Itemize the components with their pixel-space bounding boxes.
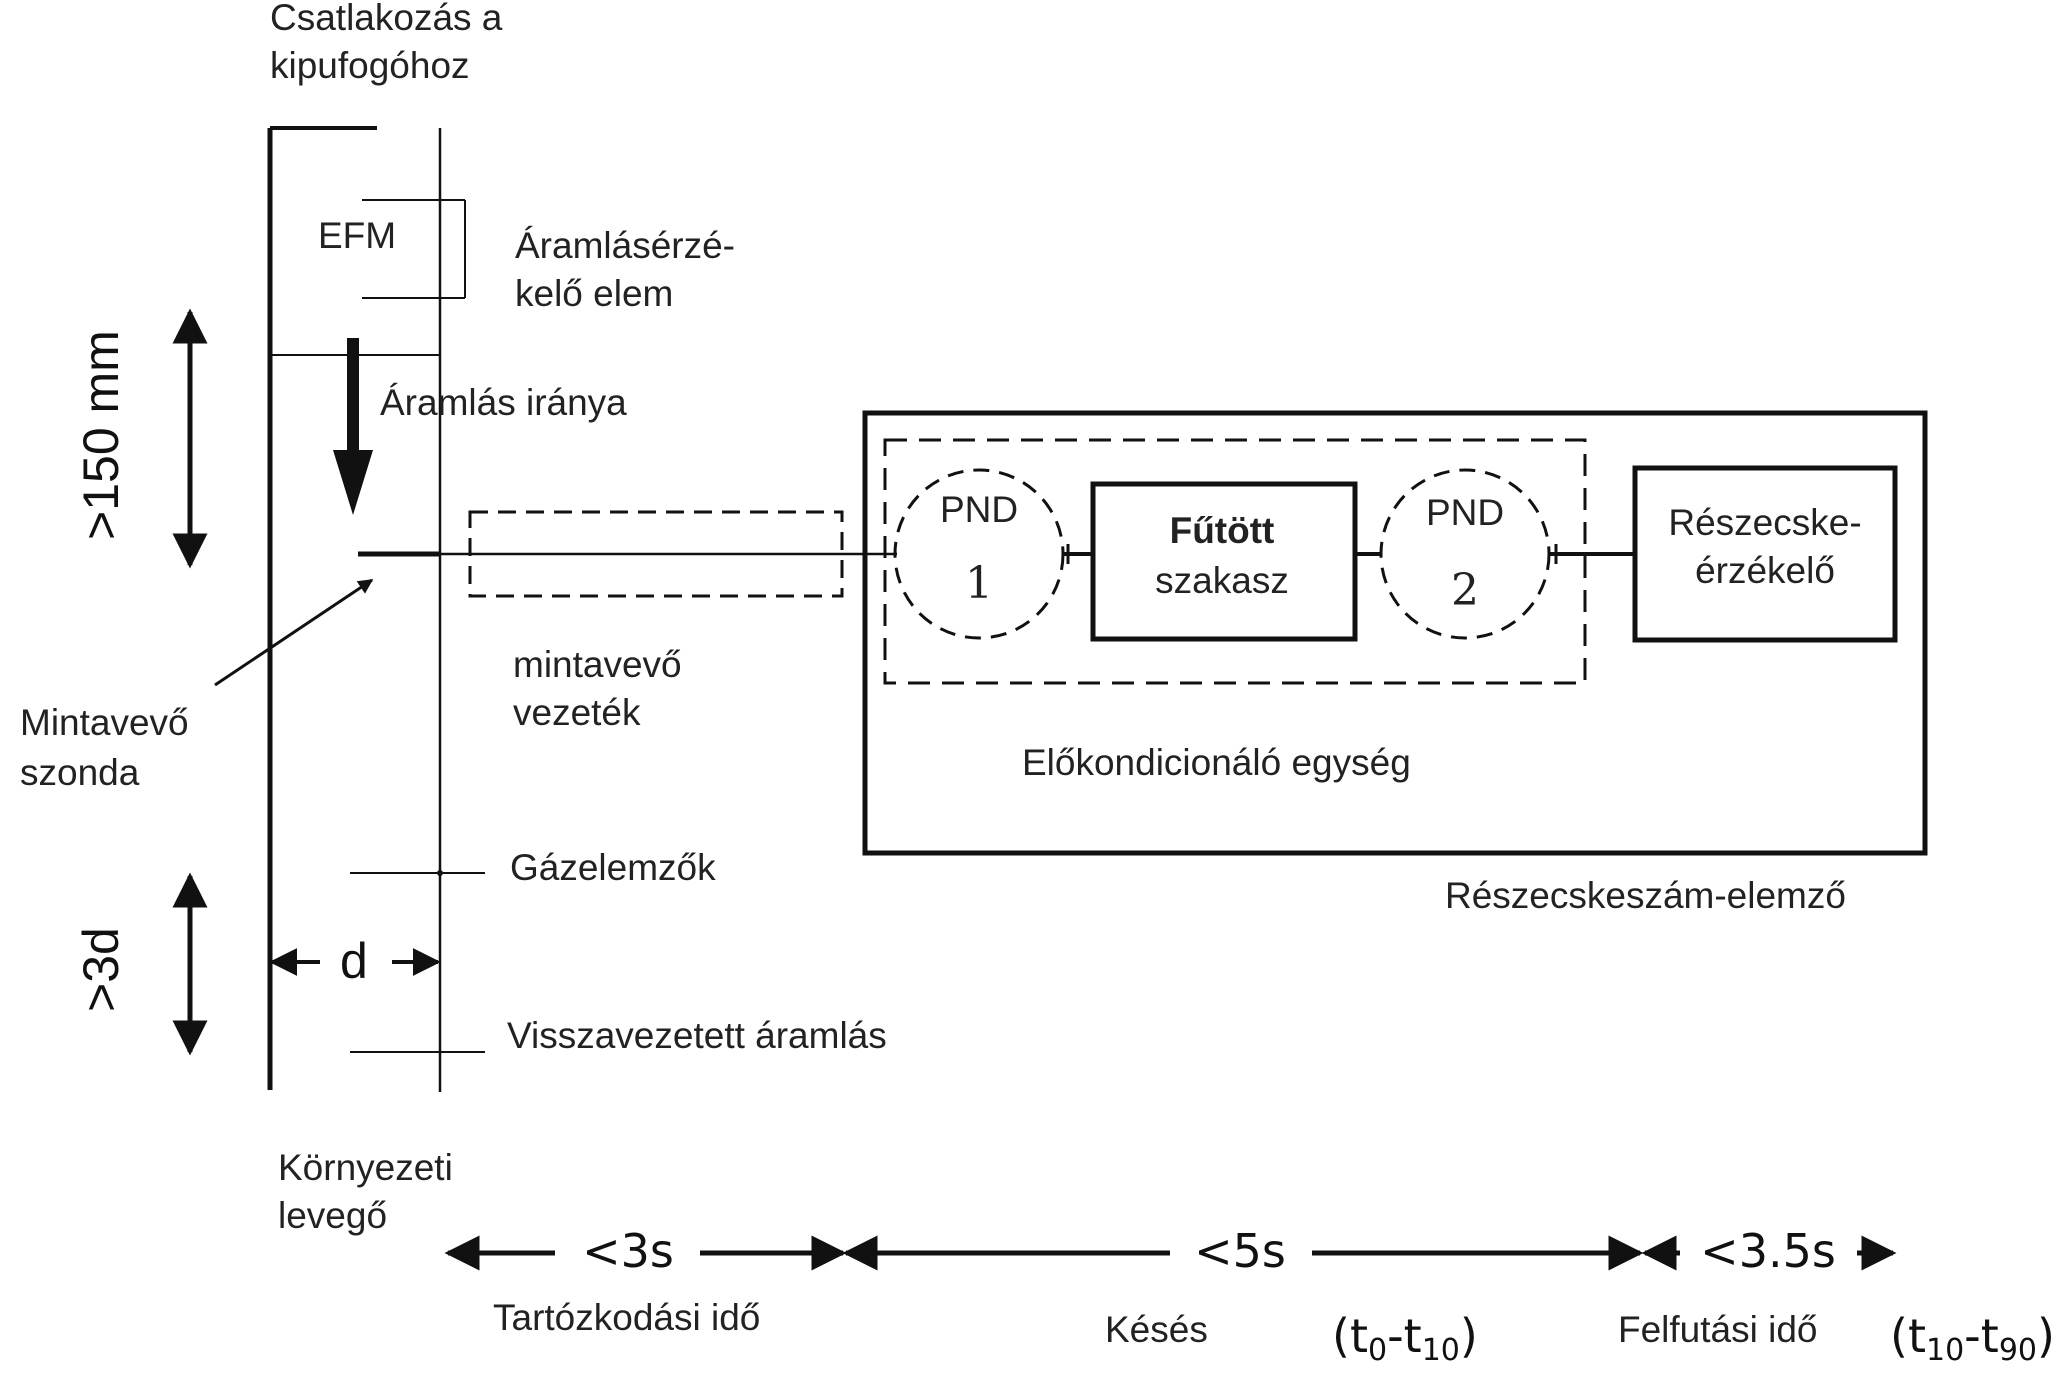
exhaust-connection-label-line2: kipufogóhoz [270, 45, 470, 86]
flow-sensor-label-line1: Áramlásérzé- [515, 225, 735, 266]
internal-connectors [893, 544, 1635, 564]
timeline: <3s <5s <3.5s Tartózkodási idő Késés Fel… [444, 1224, 2055, 1368]
dimension-150mm-label: >150 mm [73, 330, 129, 540]
gas-analyzers-label: Gázelemzők [510, 847, 716, 888]
exhaust-connection-label-line1: Csatlakozás a [270, 0, 503, 38]
efm-label: EFM [318, 215, 396, 256]
delay-time-value: <5s [1194, 1224, 1286, 1278]
sample-probe [214, 551, 893, 687]
particle-counter-label: Részecskeszám-elemző [1445, 875, 1846, 916]
preconditioning-unit-label: Előkondicionáló egység [1022, 742, 1411, 783]
delay-label: Késés [1105, 1309, 1208, 1350]
flow-direction-label: Áramlás iránya [380, 382, 627, 423]
flow-sensor-label-line2: kelő elem [515, 273, 673, 314]
pnd2-label-line2: 2 [1451, 565, 1479, 616]
efm-flow-meter: EFM [270, 199, 466, 356]
probe-label-line2: szonda [20, 752, 140, 793]
pnd1-label-line1: PND [940, 489, 1018, 530]
particle-detector-label-line1: Részecske- [1668, 502, 1861, 543]
probe-pointer-arrow [214, 578, 374, 687]
ambient-air-label-line1: Környezeti [278, 1147, 453, 1188]
residence-time-label: Tartózkodási idő [493, 1297, 760, 1338]
dimension-d-label: d [340, 933, 368, 989]
preconditioning-unit-box [883, 438, 1587, 685]
particle-detector-label-line2: érzékelő [1695, 550, 1835, 591]
heated-section-label-line2: szakasz [1155, 560, 1289, 601]
rise-t10-t90: (t10-t90) [1890, 1309, 2055, 1368]
sample-line-label-line1: mintavevő [513, 644, 682, 685]
sample-line-label-line2: vezeték [513, 692, 641, 733]
pipe-taps [350, 870, 485, 1053]
sample-line-heated-housing [468, 510, 844, 598]
heated-section-label-line1: Fűtött [1170, 510, 1275, 551]
probe-label-line1: Mintavevő [20, 702, 189, 743]
exhaust-pipe [267, 126, 442, 1092]
dimension-3d-label: >3d [73, 927, 129, 1012]
delay-t0-t10: (t0-t10) [1332, 1309, 1478, 1368]
flow-direction-arrow [333, 338, 373, 515]
pnd2-label-line1: PND [1426, 492, 1504, 533]
ambient-air-label-line2: levegő [278, 1195, 387, 1236]
pnd1-label-line2: 1 [965, 558, 993, 609]
particle-counter-box [862, 410, 1928, 856]
residence-time-value: <3s [582, 1224, 674, 1278]
rise-time-value: <3.5s [1700, 1224, 1836, 1278]
return-flow-label: Visszavezetett áramlás [507, 1015, 887, 1056]
heated-section-box [1090, 481, 1358, 642]
rise-time-label: Felfutási idő [1618, 1309, 1818, 1350]
